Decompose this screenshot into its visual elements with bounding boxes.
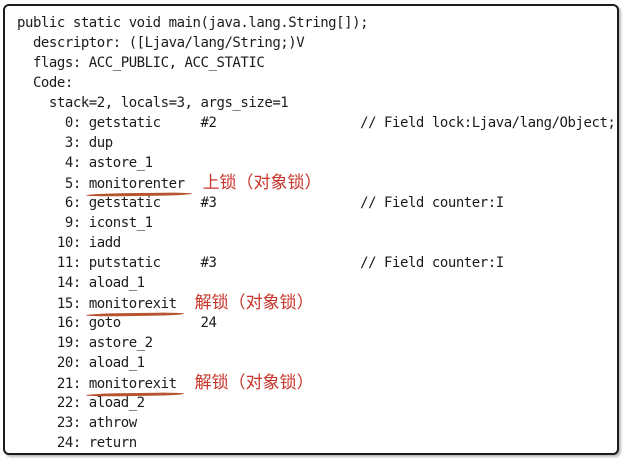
code-line: 23: athrow [17,415,137,431]
code-line: 20: aload_1 [17,355,145,371]
code-line: 14: aload_1 [17,275,145,291]
lock-annotation: 解锁（对象锁） [194,373,314,393]
code-line: 16: goto 24 [17,315,217,331]
code-line: 24: return [17,435,137,451]
code-line: flags: ACC_PUBLIC, ACC_STATIC [17,55,265,71]
underlined-opcode: monitorexit [88,296,177,312]
code-line: 11: putstatic #3 // Field counter:I [17,255,504,271]
code-line: stack=2, locals=3, args_size=1 [17,95,289,111]
code-line: 6: getstatic #3 // Field counter:I [17,195,504,211]
code-line: public static void main(java.lang.String… [17,15,369,31]
lock-annotation: 上锁（对象锁） [202,173,322,193]
code-line: 22: aload_2 [17,395,145,411]
code-line: 3: dup [17,135,113,151]
code-line: 0: getstatic #2 // Field lock:Ljava/lang… [17,115,616,131]
bytecode-window: public static void main(java.lang.String… [3,4,619,455]
underlined-opcode: monitorexit [88,376,177,392]
code-line: 19: astore_2 [17,335,153,351]
code-line: 9: iconst_1 [17,215,153,231]
code-block: public static void main(java.lang.String… [17,13,617,453]
code-line: 4: astore_1 [17,155,153,171]
lock-annotation: 解锁（对象锁） [194,293,314,313]
code-line: descriptor: ([Ljava/lang/String;)V [17,35,305,51]
code-line: 10: iadd [17,235,121,251]
code-line: Code: [17,75,73,91]
underlined-opcode: monitorenter [88,176,185,192]
